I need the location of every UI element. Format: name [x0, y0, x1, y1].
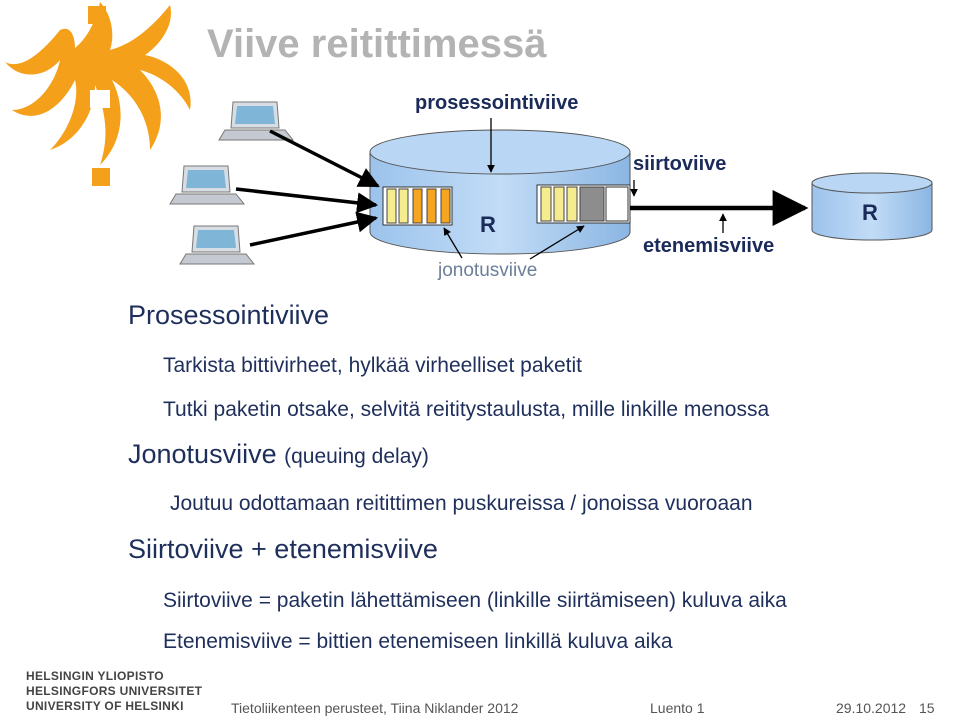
router-label-2: R	[862, 200, 878, 225]
packet-queue	[382, 186, 453, 226]
university-name-fi: HELSINGIN YLIOPISTO	[26, 669, 164, 683]
bullet-text: Joutuu odottamaan reitittimen puskureiss…	[170, 492, 753, 515]
input-arrow	[269, 129, 380, 188]
bullet-text: Tarkista bittivirheet, hylkää virheellis…	[163, 354, 583, 377]
footer-course: Tietoliikenteen perusteet, Tiina Nikland…	[231, 700, 519, 716]
transmission-delay-label: siirtoviive	[633, 153, 727, 175]
input-arrow	[249, 211, 379, 247]
queuing-delay-label: jonotusviive	[438, 260, 538, 281]
section-heading: Siirtoviive + etenemisviive	[128, 534, 438, 565]
section-heading-text: Siirtoviive + etenemisviive	[128, 534, 438, 564]
processing-delay-label: prosessointiviive	[415, 92, 579, 114]
university-name-en: UNIVERSITY OF HELSINKI	[26, 699, 184, 713]
router-cylinder	[369, 129, 631, 255]
router-label: R	[480, 212, 496, 237]
laptop-icon	[169, 165, 246, 205]
packet-queue	[536, 184, 631, 224]
laptop-icon	[218, 101, 295, 141]
section-heading-text: Jonotusviive	[128, 439, 277, 469]
section-heading-extra: (queuing delay)	[284, 445, 429, 468]
laptop-icon	[179, 225, 256, 265]
university-logo-icon	[5, 2, 191, 186]
slide-title: Viive reitittimessä	[207, 22, 547, 66]
bullet-text: Siirtoviive = paketin lähettämiseen (lin…	[163, 589, 787, 612]
queue-pointer	[443, 227, 463, 259]
section-heading: Jonotusviive (queuing delay)	[128, 439, 429, 470]
bullet-text: Etenemisviive = bittien etenemiseen link…	[163, 630, 673, 653]
footer-page-number: 15	[919, 700, 935, 716]
input-arrow	[235, 187, 379, 214]
footer-lecture: Luento 1	[650, 700, 705, 716]
queue-pointer	[529, 225, 585, 260]
propagation-delay-label: etenemisviive	[643, 235, 775, 257]
university-name-sv: HELSINGFORS UNIVERSITET	[26, 684, 203, 698]
section-heading-text: Prosessointiviive	[128, 300, 330, 330]
footer-date: 29.10.2012	[836, 700, 907, 716]
bullet-text: Tutki paketin otsake, selvitä reititysta…	[163, 398, 770, 421]
section-heading: Prosessointiviive	[128, 300, 329, 331]
router-cylinder-2	[811, 172, 933, 241]
